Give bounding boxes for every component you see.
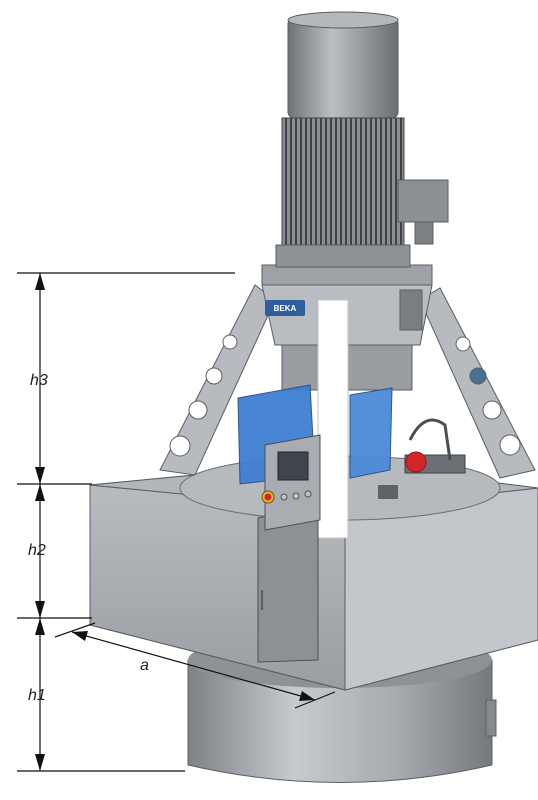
brand-label: BEKA	[274, 304, 297, 313]
motor	[275, 11, 449, 268]
red-valve-icon	[405, 451, 427, 473]
dimension-label-h1: h1	[28, 687, 46, 704]
right-frame-arm	[419, 287, 536, 479]
valve-fittings	[378, 418, 466, 499]
dimension-label-h3: h3	[30, 372, 48, 389]
hmi-screen-icon[interactable]	[277, 451, 309, 481]
dimension-h2	[17, 483, 92, 618]
control-panel	[257, 434, 321, 663]
dimension-h1	[17, 617, 185, 772]
left-frame-arm	[159, 284, 276, 476]
center-tube	[317, 299, 349, 539]
dimension-label-a: a	[140, 657, 149, 674]
dimension-h3	[17, 272, 235, 484]
dimension-a	[54, 622, 336, 709]
e-stop-icon[interactable]	[264, 493, 272, 501]
dimension-label-h2: h2	[28, 542, 46, 559]
